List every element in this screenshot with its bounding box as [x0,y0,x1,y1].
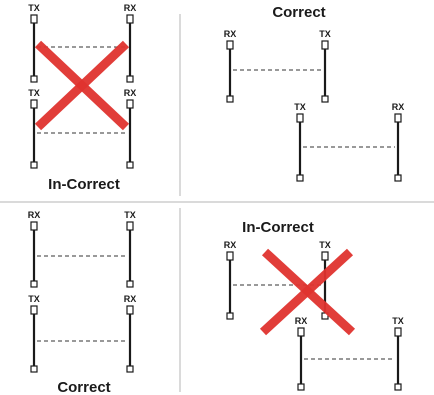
sensor-pole [321,40,329,103]
sensor-label: TX [392,316,404,326]
sensor-label: RX [295,316,308,326]
sensor-pole [126,305,134,373]
sensor-label: RX [124,294,137,304]
sensor-label: RX [224,240,237,250]
incorrect-cross-icon [259,248,356,336]
sensor-pole [30,221,38,288]
panel-caption: In-Correct [242,219,314,236]
sensor-label: TX [294,102,306,112]
sensor-pole [296,113,304,182]
sensor-pole [30,99,38,169]
sensor-pole [394,113,402,182]
sensor-pole [226,40,234,103]
sensor-pole [30,14,38,83]
sensor-pole [226,251,234,320]
sensor-label: TX [319,240,331,250]
sensor-label: TX [319,29,331,39]
panel-bottom-left: RX TX TX RX Correct [28,210,137,395]
panel-caption: In-Correct [48,176,120,193]
panel-top-left: TX RX TX RX In-Correct [28,3,136,193]
sensor-label: TX [124,210,136,220]
sensor-pole [126,99,134,169]
sensor-label: RX [224,29,237,39]
panel-caption: Correct [272,4,325,21]
sensor-label: TX [28,3,40,13]
sensor-label: RX [28,210,41,220]
sensor-pole [394,327,402,391]
sensor-label: RX [124,88,137,98]
sensor-pole [30,305,38,373]
panel-bottom-right: In-Correct RX TX RX TX [224,219,404,391]
panel-top-right: Correct RX TX TX RX [224,4,405,182]
sensor-label: TX [28,294,40,304]
sensor-pole [126,221,134,288]
sensor-pole [297,327,305,391]
panel-caption: Correct [57,379,110,395]
sensor-label: RX [124,3,137,13]
sensor-label: TX [28,88,40,98]
incorrect-cross-icon [34,40,130,131]
sensor-pole [126,14,134,83]
sensor-label: RX [392,102,405,112]
